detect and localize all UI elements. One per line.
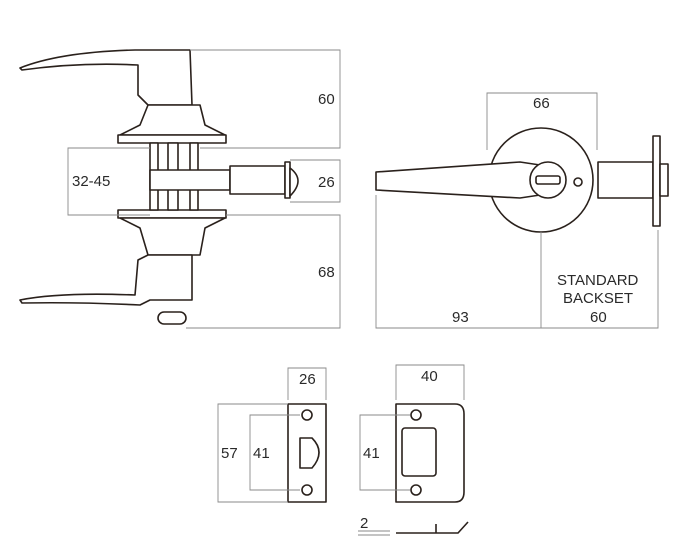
latch-faceplate-view: 26 57 41	[217, 367, 327, 503]
upper-plate	[117, 134, 227, 144]
latch-tube	[229, 165, 286, 195]
strike-screw-bottom	[410, 484, 422, 496]
latch-body	[149, 169, 231, 191]
rose-diameter-label: 66	[533, 95, 550, 112]
door-thickness-label: 32-45	[72, 173, 110, 190]
latch-tube-front	[597, 161, 654, 199]
faceplate-hole-spacing-label: 41	[253, 445, 270, 462]
strike-plate-view: 40 41 2	[358, 364, 469, 536]
strike-thickness-label: 2	[360, 515, 368, 532]
latch-height-label: 26	[318, 174, 335, 191]
upper-rose	[119, 104, 226, 136]
backset-value-label: 60	[590, 309, 607, 326]
lever-length-label: 93	[452, 309, 469, 326]
lower-rose	[119, 217, 226, 256]
backset-label-line2: BACKSET	[563, 290, 633, 307]
strike-opening	[401, 427, 437, 477]
latch-faceplate-front	[652, 135, 661, 227]
faceplate-width-label: 26	[299, 371, 316, 388]
latch-face	[284, 161, 291, 199]
strike-width-label: 40	[421, 368, 438, 385]
handle-height-label: 60	[318, 91, 335, 108]
front-view: 66 93 STANDARD BACKSET 60	[375, 92, 669, 329]
screw-hole-top	[301, 409, 313, 421]
faceplate-height-label: 57	[221, 445, 238, 462]
strike-hole-spacing-label: 41	[363, 445, 380, 462]
strike-screw-top	[410, 409, 422, 421]
screw-hole-bottom	[301, 484, 313, 496]
side-view: 60 32-45 26 68	[19, 49, 341, 329]
emergency-release	[573, 177, 583, 187]
latch-bolt	[289, 167, 299, 197]
latch-bolt-opening	[299, 437, 320, 469]
strike-profile	[396, 521, 469, 534]
latch-bolt-front	[659, 163, 669, 197]
lower-height-label: 68	[318, 264, 335, 281]
key-cylinder	[157, 311, 187, 325]
lower-plate	[117, 209, 227, 219]
upper-lever	[19, 49, 193, 106]
backset-label-line1: STANDARD	[557, 272, 639, 289]
turn-button	[535, 175, 561, 185]
lower-lever	[19, 254, 193, 306]
